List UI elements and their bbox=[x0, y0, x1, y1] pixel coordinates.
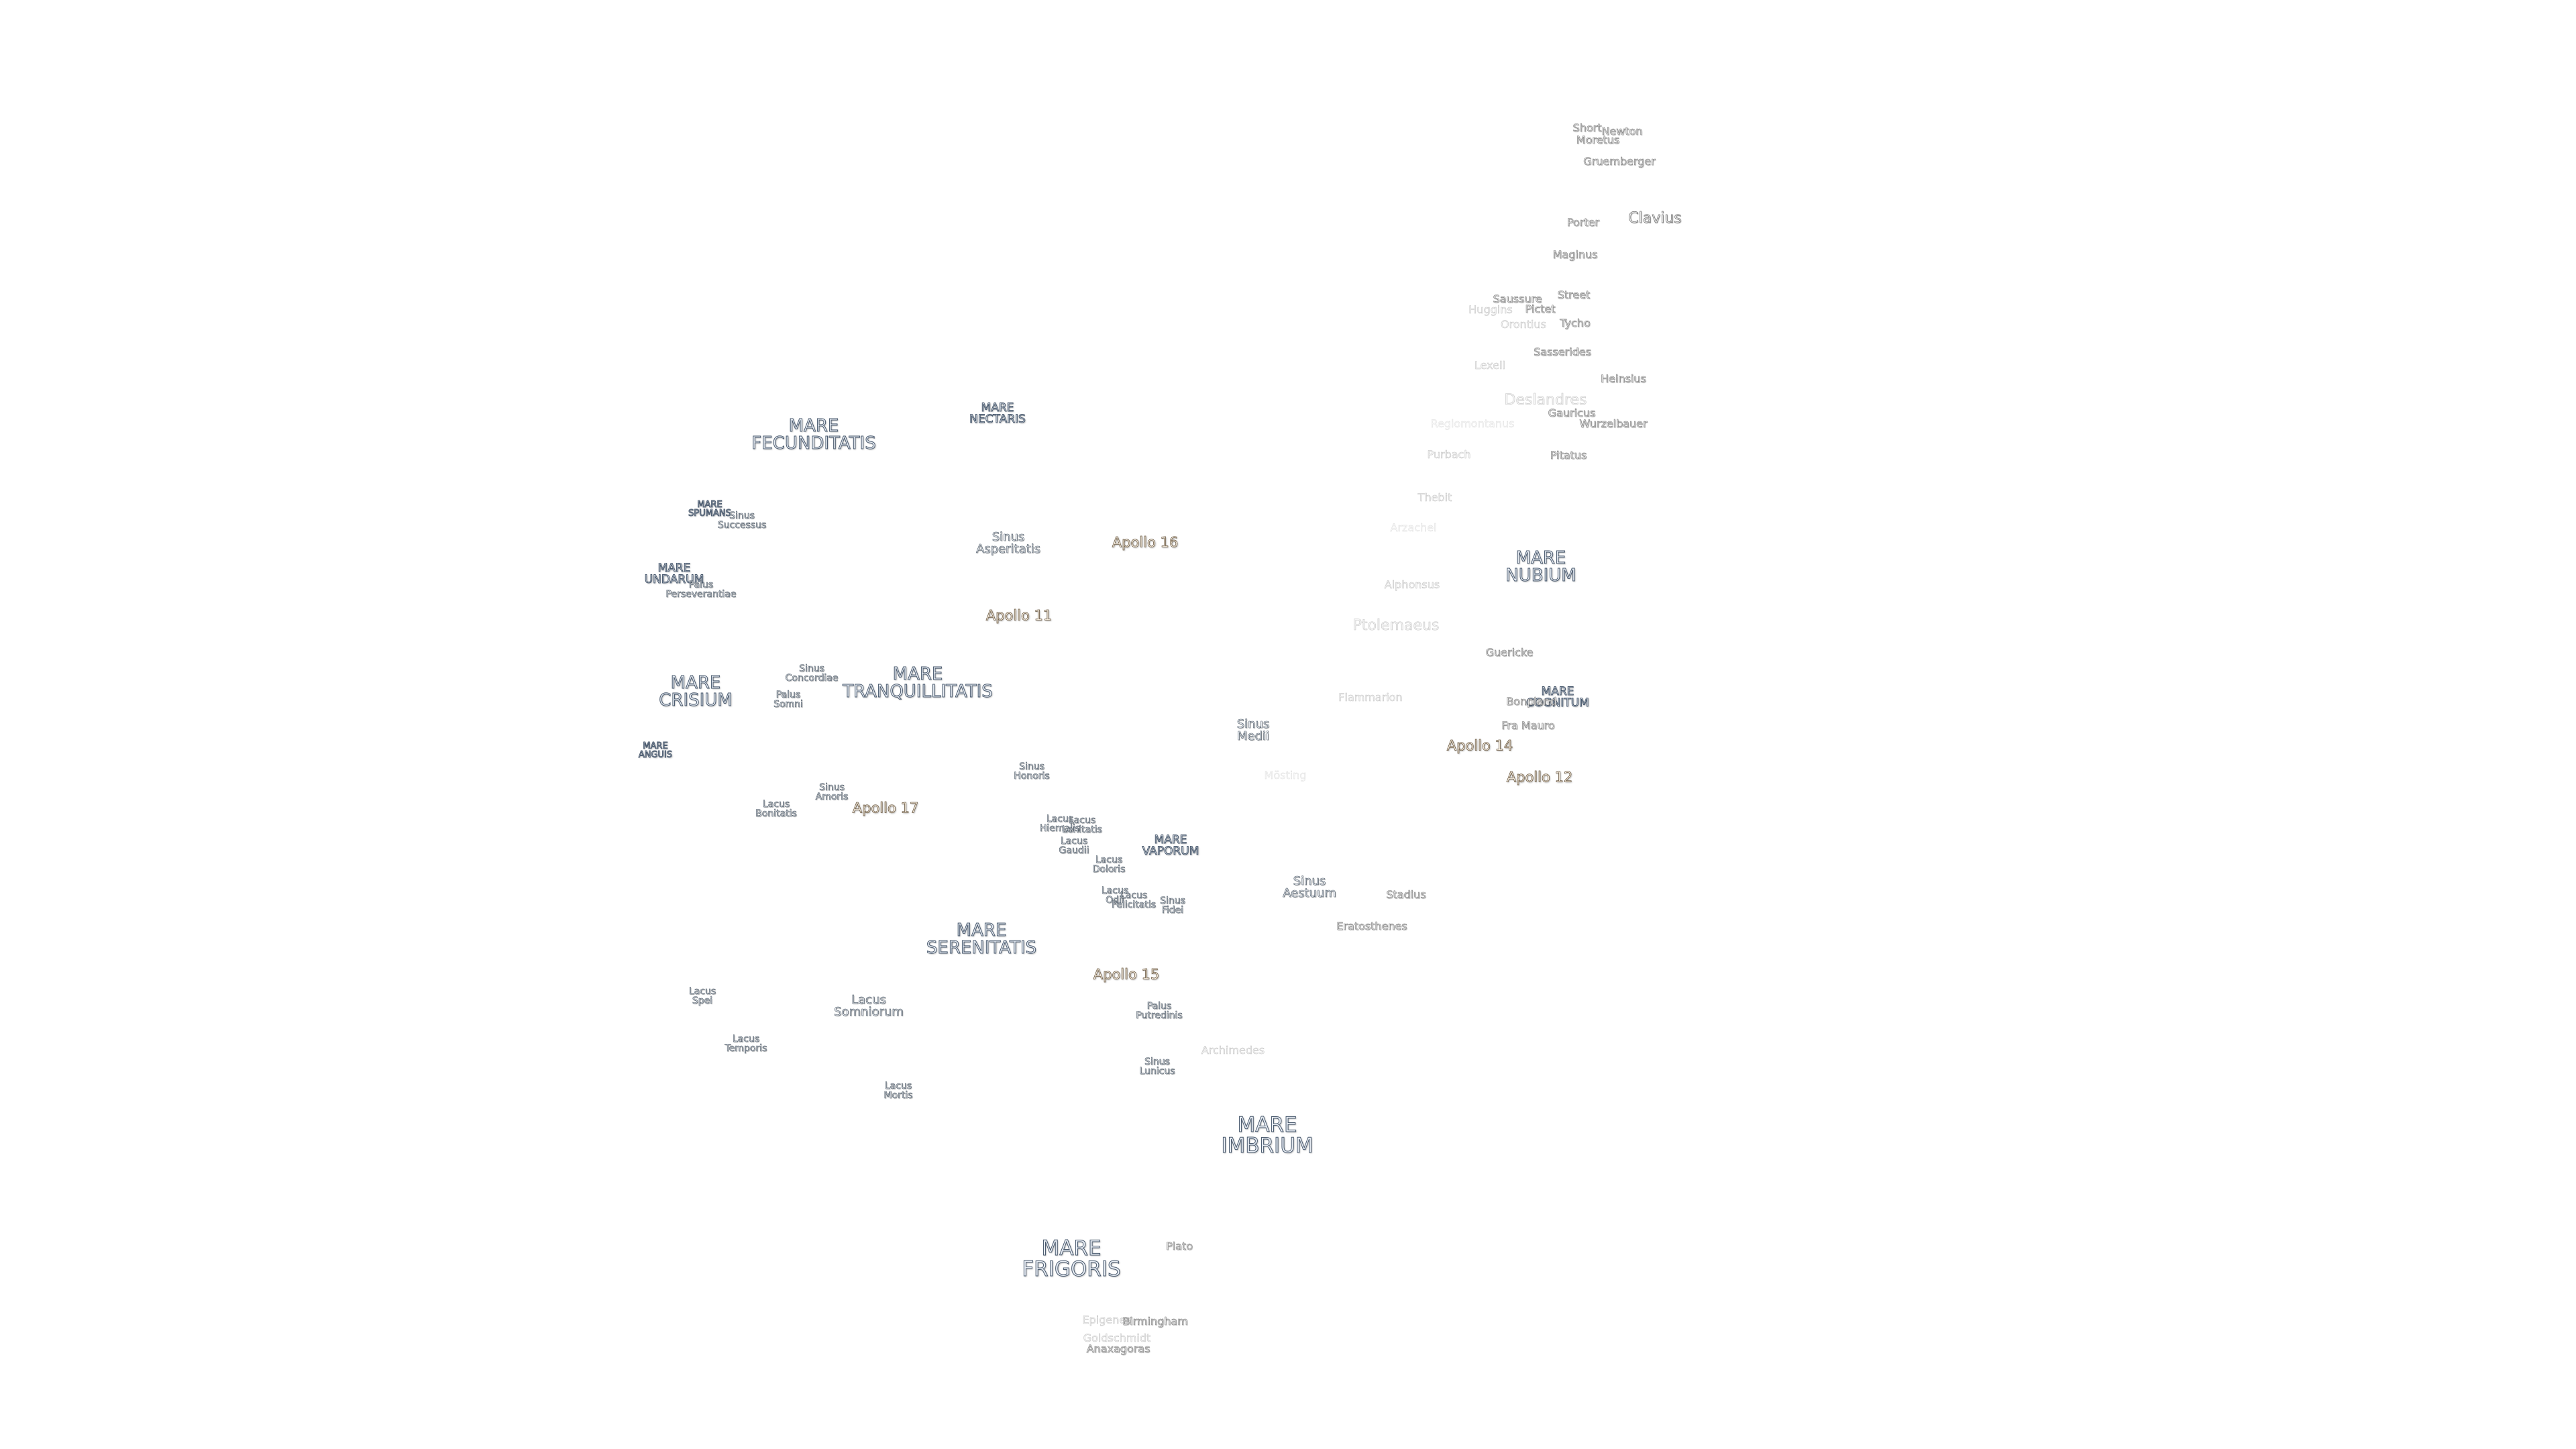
crater-mosting-label: Mösting bbox=[1264, 769, 1307, 782]
apollo-17-marker[interactable]: Apollo 17 bbox=[852, 800, 919, 816]
lacus-hiemalis-label: Lacus Hiemalis bbox=[1039, 814, 1081, 834]
lacus-mortis-label: Lacus Mortis bbox=[883, 1081, 913, 1101]
lacus-gaudii-label: Lacus Gaudii bbox=[1059, 836, 1089, 856]
lacus-somniorum-label: Lacus Somniorum bbox=[834, 993, 904, 1019]
lacus-odii-label: Lacus Odii bbox=[1101, 885, 1129, 906]
crater-pictet-label: Pictet bbox=[1525, 303, 1556, 315]
mare-nubium-label: MARE NUBIUM bbox=[1505, 548, 1576, 586]
crater-arzachel-label: Arzachel bbox=[1390, 521, 1437, 534]
crater-stadius-label: Stadius bbox=[1386, 888, 1426, 901]
sinus-fidei-label: Sinus Fidei bbox=[1160, 896, 1185, 916]
apollo-16-marker[interactable]: Apollo 16 bbox=[1112, 534, 1179, 551]
crater-bonpland-label: Bonpland bbox=[1506, 695, 1557, 708]
crater-orontius-label: Orontius bbox=[1501, 318, 1546, 331]
crater-alphonsus-label: Alphonsus bbox=[1384, 578, 1440, 591]
crater-newton-label: Newton bbox=[1601, 125, 1643, 138]
crater-ptolemaeus-label: Ptolemaeus bbox=[1352, 617, 1440, 634]
crater-gruemberger-label: Gruemberger bbox=[1583, 155, 1656, 168]
sinus-asperitatis-label: Sinus Asperitatis bbox=[975, 530, 1041, 556]
crater-anaxagoras-label: Anaxagoras bbox=[1086, 1342, 1150, 1355]
lacus-doloris-label: Lacus Doloris bbox=[1092, 855, 1126, 875]
apollo-11-marker[interactable]: Apollo 11 bbox=[985, 607, 1053, 624]
sinus-amoris-label: Sinus Amoris bbox=[815, 782, 849, 802]
palus-somni-label: Palus Somni bbox=[773, 690, 803, 710]
crater-lexell-label: Lexell bbox=[1474, 359, 1505, 372]
crater-deslandres-label: Deslandres bbox=[1504, 392, 1587, 409]
crater-thebit-label: Thebit bbox=[1417, 491, 1452, 504]
mare-imbrium-label: MARE IMBRIUM bbox=[1221, 1113, 1313, 1158]
crater-pitatus-label: Pitatus bbox=[1550, 449, 1587, 462]
crater-purbach-label: Purbach bbox=[1427, 448, 1471, 461]
sinus-concordiae-label: Sinus Concordiae bbox=[785, 663, 839, 684]
crater-clavius-label: Clavius bbox=[1628, 210, 1682, 227]
crater-maginus-label: Maginus bbox=[1552, 248, 1598, 261]
crater-eratosthenes-label: Eratosthenes bbox=[1336, 920, 1407, 932]
palus-perseverantiae-label: Palus Perseverantiae bbox=[665, 580, 737, 600]
sinus-successus-label: Sinus Successus bbox=[717, 511, 767, 531]
crater-saussure-label: Saussure bbox=[1493, 292, 1542, 305]
mare-anguis-label: MARE ANGUIS bbox=[638, 741, 673, 760]
mare-serenitatis-label: MARE SERENITATIS bbox=[926, 920, 1037, 958]
crater-heinsius-label: Heinsius bbox=[1601, 372, 1646, 385]
lacus-spei-label: Lacus Spei bbox=[688, 986, 716, 1006]
mare-fecunditatis-label: MARE FECUNDITATIS bbox=[751, 416, 876, 453]
mare-frigoris-label: MARE FRIGORIS bbox=[1022, 1236, 1121, 1281]
crater-street-label: Street bbox=[1557, 288, 1591, 301]
mare-spumans-label: MARE SPUMANS bbox=[688, 500, 732, 519]
crater-birmingham-label: Birmingham bbox=[1122, 1315, 1188, 1328]
lacus-lenitatis-label: Lacus Lenitatis bbox=[1062, 815, 1102, 835]
mare-nectaris-label: MARE NECTARIS bbox=[969, 401, 1026, 426]
apollo-12-marker[interactable]: Apollo 12 bbox=[1506, 769, 1573, 786]
crater-guericke-label: Guericke bbox=[1485, 646, 1534, 659]
sinus-lunicus-label: Sinus Lunicus bbox=[1139, 1057, 1175, 1077]
crater-moretus-label: Moretus bbox=[1576, 133, 1620, 146]
apollo-14-marker[interactable]: Apollo 14 bbox=[1446, 737, 1513, 754]
lacus-temporis-label: Lacus Temporis bbox=[724, 1034, 767, 1054]
lacus-felicitatis-label: Lacus Felicitatis bbox=[1111, 890, 1157, 910]
crater-porter-label: Porter bbox=[1566, 216, 1600, 229]
apollo-15-marker[interactable]: Apollo 15 bbox=[1093, 966, 1160, 983]
crater-wurzelbauer-label: Wurzelbauer bbox=[1579, 417, 1648, 430]
crater-huggins-label: Huggins bbox=[1468, 303, 1513, 316]
crater-archimedes-label: Archimedes bbox=[1201, 1044, 1265, 1057]
crater-fra-mauro-label: Fra Mauro bbox=[1501, 719, 1555, 732]
crater-plato-label: Plato bbox=[1166, 1240, 1193, 1252]
crater-goldschmidt-label: Goldschmidt bbox=[1083, 1332, 1151, 1344]
mare-undarum-label: MARE UNDARUM bbox=[644, 561, 704, 586]
crater-sasserides-label: Sasserides bbox=[1534, 345, 1591, 358]
sinus-medii-label: Sinus Medii bbox=[1236, 717, 1270, 743]
sinus-honoris-label: Sinus Honoris bbox=[1014, 761, 1050, 782]
lacus-bonitatis-label: Lacus Bonitatis bbox=[755, 799, 797, 819]
crater-flammarion-label: Flammarion bbox=[1338, 691, 1403, 704]
palus-putredinis-label: Palus Putredinis bbox=[1136, 1001, 1183, 1021]
mare-cognitum-label: MARE COGNITUM bbox=[1526, 685, 1590, 710]
crater-gauricus-label: Gauricus bbox=[1548, 407, 1596, 419]
crater-epigenes-label: Epigenes bbox=[1082, 1313, 1132, 1326]
sinus-aestuum-label: Sinus Aestuum bbox=[1283, 874, 1336, 900]
mare-tranquillitatis-label: MARE TRANQUILLITATIS bbox=[843, 664, 994, 702]
crater-short-label: Short bbox=[1572, 121, 1602, 134]
mare-crisium-label: MARE CRISIUM bbox=[659, 673, 733, 710]
crater-regiomontanus-label: Regiomontanus bbox=[1430, 417, 1515, 430]
mare-vaporum-label: MARE VAPORUM bbox=[1142, 833, 1199, 858]
crater-tycho-label: Tycho bbox=[1560, 317, 1591, 329]
